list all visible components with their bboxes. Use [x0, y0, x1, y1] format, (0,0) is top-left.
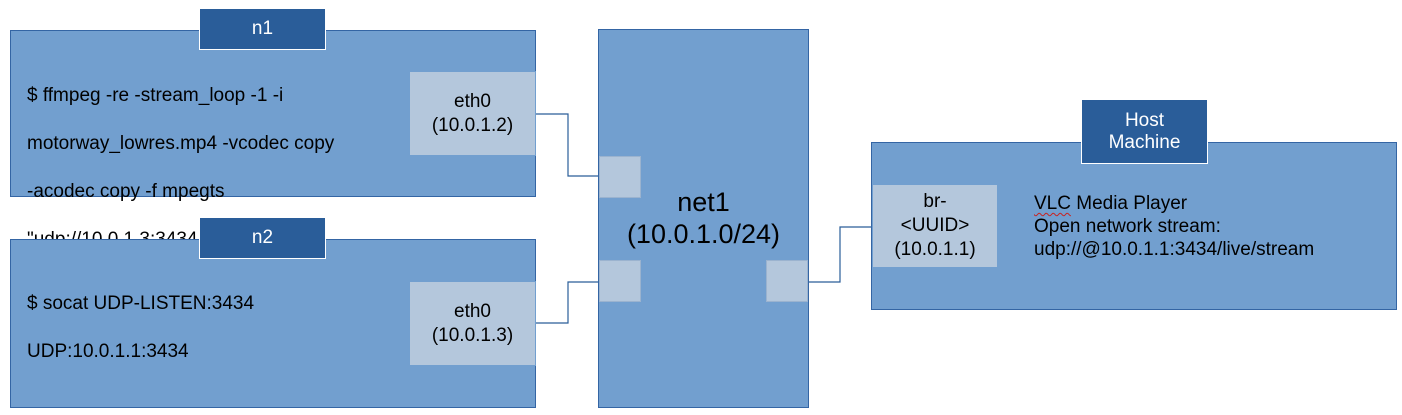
vlc-instructions: VLC Media Player Open network stream: ud…: [1034, 192, 1384, 261]
n2-eth0-interface: eth0 (10.0.1.3): [409, 281, 536, 366]
n1-title: n1: [251, 18, 274, 39]
n1-command-line: motorway_lowres.mp4 -vcodec copy: [27, 133, 335, 154]
bridge-uuid: <UUID>: [900, 215, 970, 236]
n2-command: $ socat UDP-LISTEN:3434 UDP:10.0.1.1:343…: [27, 268, 397, 388]
vlc-word: VLC: [1034, 193, 1071, 214]
host-title-tag: Host Machine: [1081, 99, 1208, 164]
net1-name: net1: [677, 187, 730, 217]
host-title-line2: Machine: [1108, 131, 1181, 153]
vlc-app-rest: Media Player: [1070, 193, 1188, 214]
net1-port-n2: [599, 260, 641, 302]
n1-eth0-name: eth0: [454, 90, 491, 112]
n2-title-tag: n2: [199, 217, 326, 259]
vlc-open-stream-line: Open network stream:: [1034, 216, 1221, 237]
vlc-app-line: VLC Media Player: [1034, 192, 1384, 215]
n2-command-line: UDP:10.0.1.1:3434: [27, 341, 189, 362]
bridge-ip: (10.0.1.1): [894, 239, 976, 260]
wire-net1-to-bridge: [808, 226, 872, 283]
n1-eth0-interface: eth0 (10.0.1.2): [409, 71, 536, 156]
host-title-line1: Host: [1124, 109, 1165, 131]
net1-network: [598, 29, 809, 408]
net1-label: net1 (10.0.1.0/24): [598, 186, 809, 250]
vlc-stream-url: udp://@10.0.1.1:3434/live/stream: [1034, 239, 1315, 260]
n2-eth0-name: eth0: [454, 300, 491, 322]
n2-title: n2: [251, 227, 274, 248]
net1-port-host: [766, 260, 808, 302]
wire-n1-eth0-to-net1: [536, 113, 599, 177]
wire-n2-eth0-to-net1: [536, 281, 599, 324]
net1-subnet: (10.0.1.0/24): [626, 219, 781, 249]
host-bridge-interface: br- <UUID> (10.0.1.1): [872, 184, 998, 268]
n1-title-tag: n1: [199, 8, 326, 50]
n2-eth0-ip: (10.0.1.3): [431, 324, 514, 346]
n1-eth0-ip: (10.0.1.2): [431, 114, 514, 136]
net1-port-n1: [599, 156, 641, 198]
n2-command-line: $ socat UDP-LISTEN:3434: [27, 293, 255, 314]
bridge-name-prefix: br-: [923, 191, 947, 212]
n1-command-line: $ ffmpeg -re -stream_loop -1 -i: [27, 85, 284, 106]
n1-command-line: -acodec copy -f mpegts: [27, 181, 225, 202]
